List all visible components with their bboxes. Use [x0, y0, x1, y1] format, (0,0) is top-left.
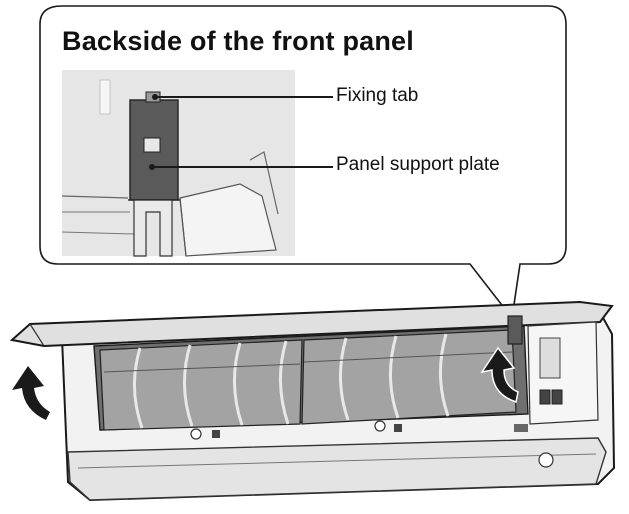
air-conditioner-unit — [9, 300, 616, 502]
air-filter-right — [301, 329, 517, 425]
panel-support-plate — [128, 91, 180, 257]
fixing-tab-label: Fixing tab — [336, 85, 419, 106]
panel-support-plate-label: Panel support plate — [336, 154, 500, 175]
lift-arrow-right-icon — [480, 346, 519, 403]
lift-arrow-left-icon — [12, 366, 50, 420]
air-filter-left — [99, 339, 303, 431]
callout-title: Backside of the front panel — [62, 26, 414, 56]
